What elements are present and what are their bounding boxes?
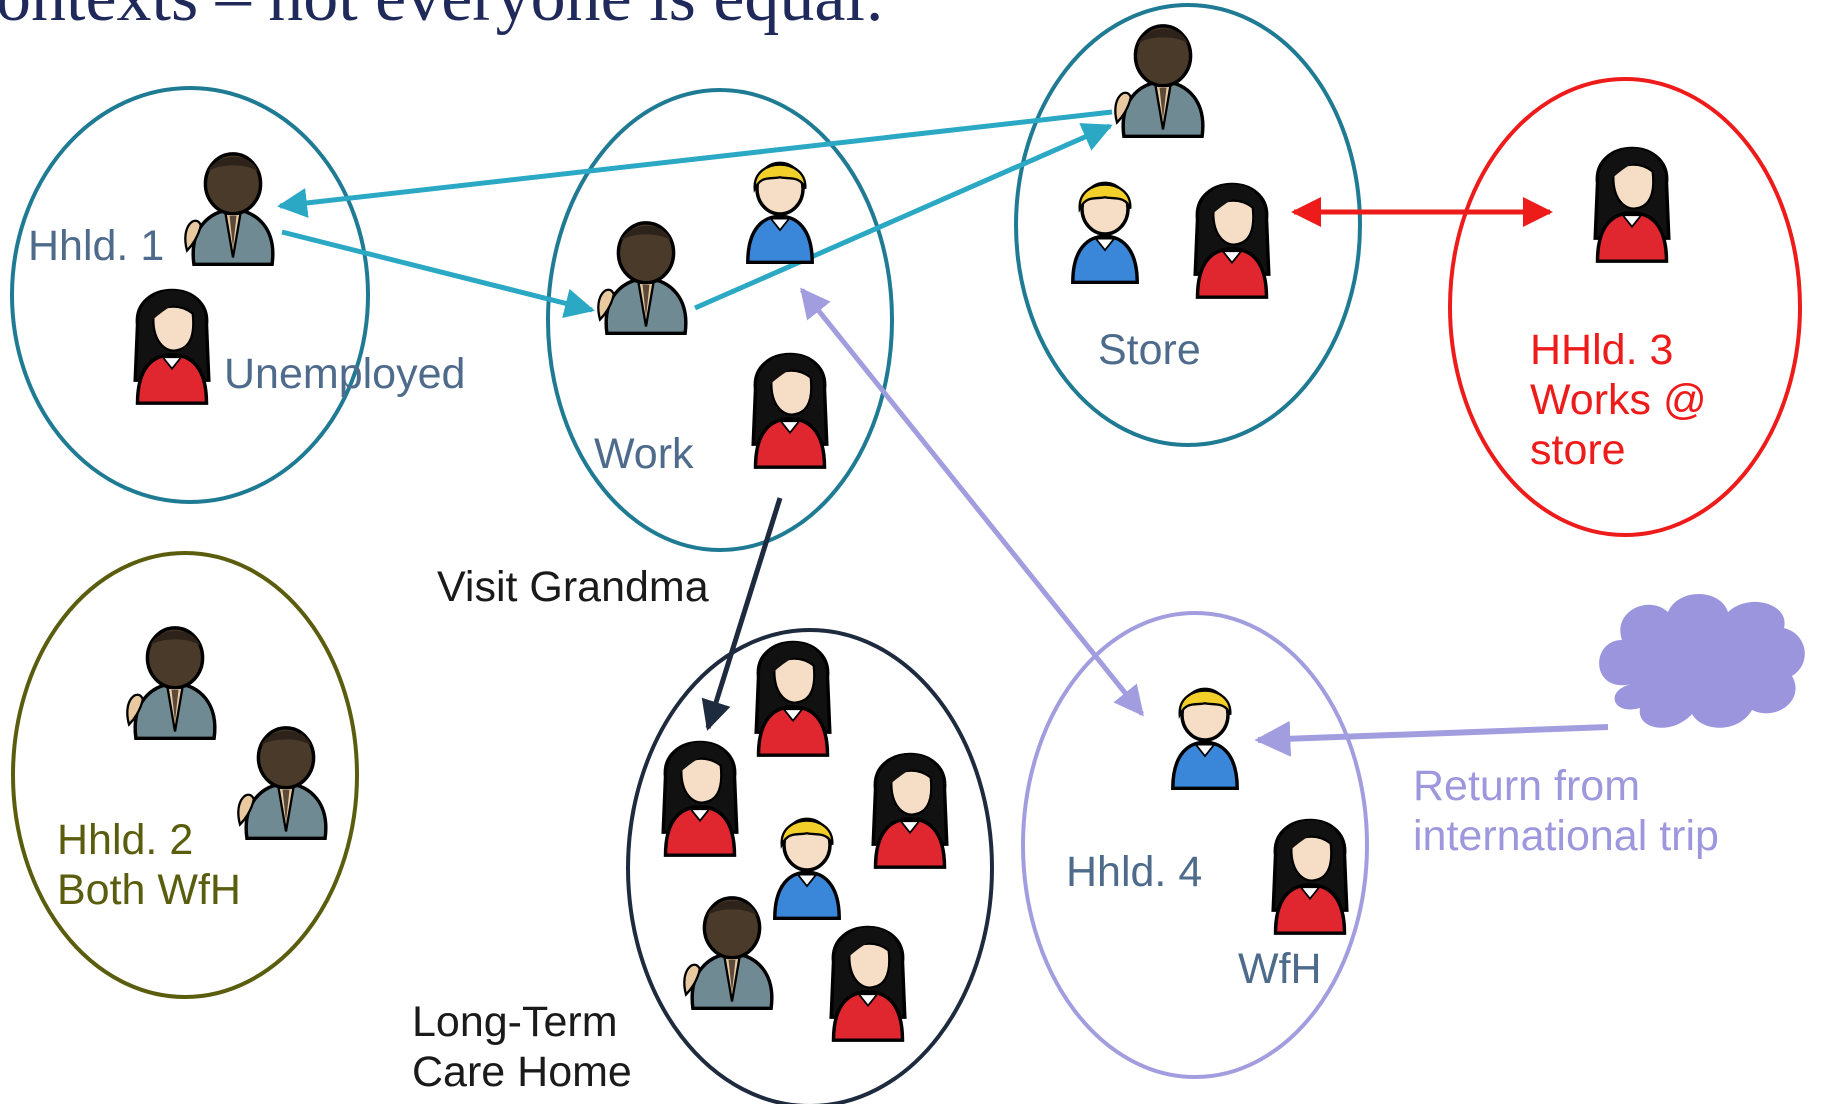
- man-dark-skin-icon: [682, 896, 774, 1011]
- woman-icon: [661, 740, 739, 857]
- person-blond-icon: [773, 817, 841, 921]
- unemployed-label: Unemployed: [224, 350, 466, 398]
- wfh-label: WfH: [1238, 945, 1322, 993]
- household-3-line-3: store: [1530, 425, 1626, 474]
- household-2-label: Hhld. 2 Both WfH: [57, 816, 241, 916]
- woman-icon: [1271, 818, 1349, 935]
- man-dark-skin-icon: [1113, 24, 1205, 139]
- work-label: Work: [594, 430, 694, 478]
- person-blond-icon: [1071, 181, 1139, 285]
- person-blond-icon: [746, 161, 814, 265]
- household-1-label: Hhld. 1: [28, 222, 165, 270]
- household-4-label: Hhld. 4: [1066, 848, 1203, 896]
- work-to-care-home-arrow: [701, 497, 783, 731]
- work-household-4-double-arrow: [800, 287, 1144, 717]
- long-term-care-home-label: Long-Term Care Home: [412, 998, 632, 1098]
- woman-icon: [133, 288, 211, 405]
- household-3-line-1: HHld. 3: [1530, 326, 1674, 374]
- household-1-to-work-arrow: [281, 229, 595, 318]
- return-from-trip-label: Return from international trip: [1413, 762, 1719, 862]
- household-3-ellipse: [1448, 77, 1802, 537]
- return-line-2: international trip: [1413, 811, 1719, 860]
- store-label: Store: [1098, 326, 1201, 374]
- household-3-line-2: Works @: [1530, 375, 1707, 424]
- visit-grandma-label: Visit Grandma: [437, 563, 709, 611]
- person-blond-icon: [1171, 687, 1239, 791]
- care-home-line-1: Long-Term: [412, 998, 618, 1046]
- household-2-line-1: Hhld. 2: [57, 816, 194, 864]
- woman-icon: [871, 752, 949, 869]
- store-to-household-1-arrow: [277, 109, 1113, 218]
- household-2-line-2: Both WfH: [57, 865, 241, 914]
- woman-icon: [1193, 182, 1271, 299]
- woman-icon: [1593, 146, 1671, 263]
- household-3-label: HHld. 3 Works @ store: [1530, 326, 1707, 476]
- man-dark-skin-icon: [125, 626, 217, 741]
- man-dark-skin-icon: [236, 726, 328, 841]
- man-dark-skin-icon: [596, 221, 688, 336]
- woman-icon: [754, 640, 832, 757]
- work-to-store-arrow: [693, 123, 1113, 311]
- household-1-ellipse: [10, 86, 370, 504]
- cloud-icon: [1599, 594, 1805, 728]
- woman-icon: [829, 925, 907, 1042]
- return-line-1: Return from: [1413, 762, 1641, 810]
- page-title: ontexts – not everyone is equal:: [0, 0, 884, 38]
- care-home-line-2: Care Home: [412, 1047, 632, 1096]
- man-dark-skin-icon: [183, 152, 275, 267]
- cloud-to-household-4-arrow: [1254, 720, 1609, 757]
- household-4-ellipse: [1021, 611, 1369, 1079]
- woman-icon: [751, 352, 829, 469]
- household-2-ellipse: [11, 551, 359, 999]
